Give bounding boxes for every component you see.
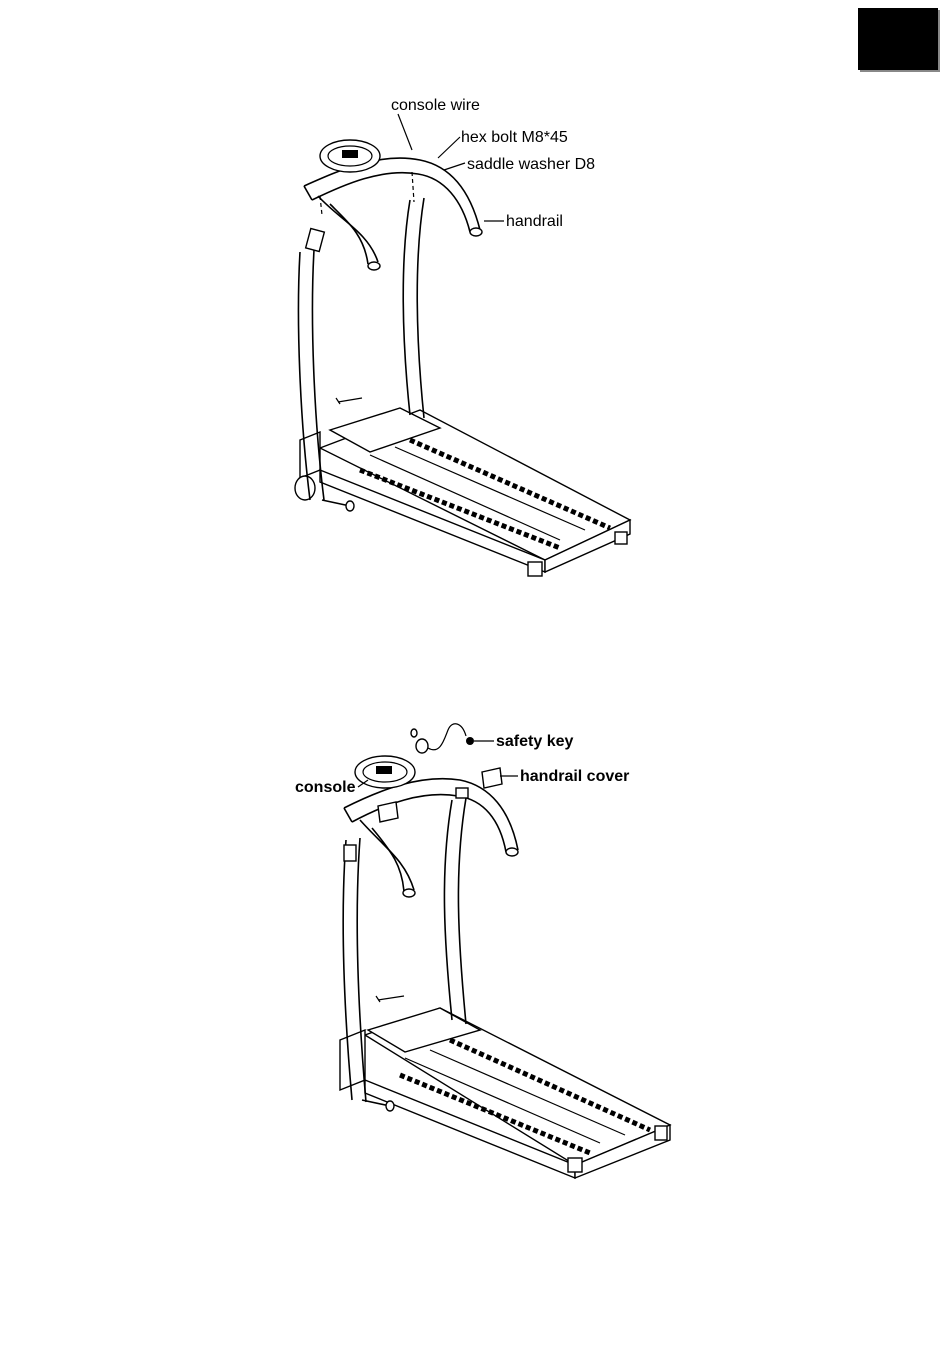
figure-2-deck — [340, 996, 670, 1178]
leader-console-wire — [398, 114, 412, 150]
label-handrail: handrail — [506, 213, 563, 230]
figure-2-safety-key — [411, 724, 474, 753]
figure-1-console — [320, 140, 380, 172]
leader-hex-bolt — [438, 137, 460, 158]
label-saddle-washer: saddle washer D8 — [467, 156, 595, 173]
label-console: console — [295, 779, 356, 796]
label-console-wire: console wire — [391, 97, 480, 114]
figure-2-console-and-safety-key: safety key console handrail cover — [295, 724, 670, 1178]
leader-saddle-washer — [444, 163, 465, 170]
label-handrail-cover: handrail cover — [520, 768, 629, 785]
label-hex-bolt: hex bolt M8*45 — [461, 129, 568, 146]
label-safety-key: safety key — [496, 733, 573, 750]
figure-1-treadmill-handrail-assembly: console wire hex bolt M8*45 saddle washe… — [295, 97, 630, 576]
figure-1-deck — [295, 398, 630, 576]
figure-1-handrail — [304, 158, 482, 270]
figure-2-handrail — [344, 768, 518, 897]
